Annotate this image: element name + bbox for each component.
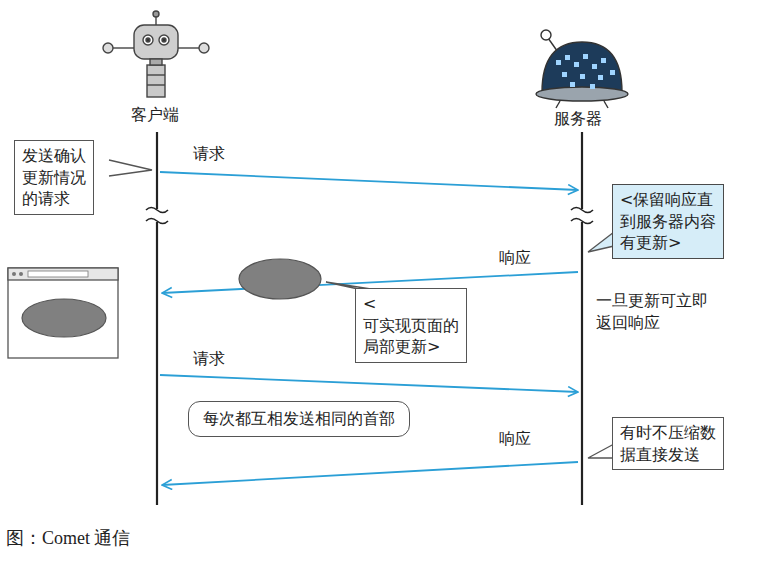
- actor-name: 客户端: [131, 104, 179, 126]
- note-text: 一旦更新可立即 返回响应: [596, 290, 708, 333]
- message-label: 响应: [499, 428, 531, 450]
- note-box: <保留响应直 到服务器内容 有更新>: [612, 184, 724, 259]
- message-label: 请求: [193, 348, 225, 370]
- message-label: 响应: [499, 247, 531, 269]
- callout-text: 每次都互相发送相同的首部: [203, 408, 395, 430]
- callout-tail: [109, 160, 614, 458]
- callout-text: <保留响应直 到服务器内容 有更新>: [620, 189, 716, 254]
- message-arrow: [160, 172, 578, 485]
- figure-caption: 图：Comet 通信: [6, 526, 131, 550]
- callout-box: 发送确认 更新情况 的请求: [14, 140, 94, 215]
- browser-window: [8, 268, 118, 358]
- callout-text: 发送确认 更新情况 的请求: [22, 145, 86, 210]
- callout-box: <可实现页面的 局部更新>: [355, 288, 467, 363]
- callout-box: 有时不压缩数 据直接发送: [612, 417, 724, 470]
- server-robot: [536, 30, 628, 108]
- callout-text: 有时不压缩数 据直接发送: [620, 422, 716, 465]
- client-robot: [103, 11, 209, 97]
- note-pill: 每次都互相发送相同的首部: [188, 401, 410, 437]
- actor-name: 服务器: [554, 108, 602, 130]
- data-blob: [239, 259, 321, 299]
- break-mark: [146, 208, 593, 224]
- message-label: 请求: [193, 143, 225, 165]
- callout-text: <可实现页面的 局部更新>: [363, 293, 459, 358]
- lifeline: [157, 132, 582, 505]
